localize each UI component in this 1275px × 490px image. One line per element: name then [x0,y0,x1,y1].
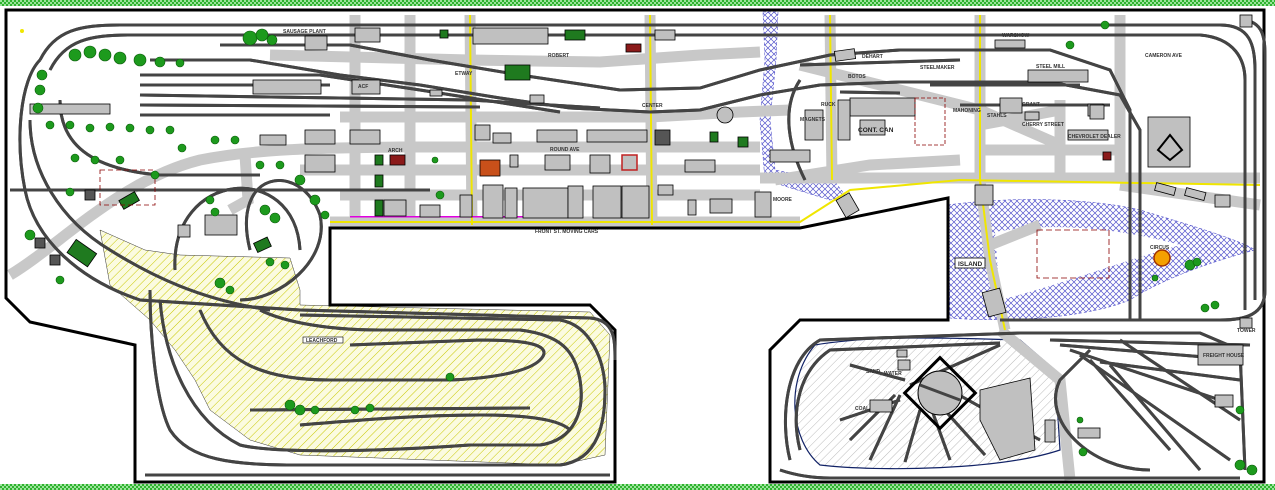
label-mahoning: MAHONING [953,108,981,114]
label-warshow: WARSHOW [1002,33,1030,39]
ballfield-diamond [1156,133,1184,162]
fascia-top [0,0,1275,6]
marker-dot [20,29,24,33]
label-acf: ACF [358,84,368,90]
label-sand: SAND [866,369,881,375]
label-coal: COAL [855,406,869,412]
label-center: CENTER [642,103,663,109]
label-steel-mill: STEEL MILL [1036,64,1065,70]
label-freight-house: FREIGHT HOUSE [1203,353,1245,359]
label-botos: BOTOS [848,74,866,80]
label-leachford: LEACHFORD [306,338,338,344]
scenery-hatch-area [99,229,611,466]
label-stahls: STAHLS [987,113,1007,119]
label-circus: CIRCUS [1150,245,1170,251]
label-steelmaker: STEELMAKER [920,65,955,71]
label-moore: MOORE [773,197,793,203]
cont-can-dashed-footprint [914,97,946,146]
label-tower: TOWER [1237,328,1256,334]
roads [7,14,1261,481]
trees [24,20,1258,476]
front-st-siding-magenta [350,216,550,218]
roundhouse [979,377,1036,461]
label-sausage-plant: SAUSAGE PLANT [283,29,326,35]
island-sign: ISLAND [954,257,986,269]
label-cameron-ave: CAMERON AVE [1145,53,1183,59]
fascia-bottom [0,484,1275,490]
label-round-ave: ROUND AVE [550,147,580,153]
circus-carousel [1153,249,1171,267]
label-arch: ARCH [388,148,403,154]
label-grant: GRANT [1022,102,1040,108]
label-island: ISLAND [958,261,983,268]
label-dehart: DEHART [862,54,883,60]
label-magnets: MAGNETS [800,117,826,123]
labels: SAUSAGE PLANT ACF ROBERT ETWAY CENTER WA… [283,29,1256,412]
leachford-sign: LEACHFORD [302,336,344,344]
dashed-footprint-left [99,169,156,206]
label-chevrolet-dealer: CHEVROLET DEALER [1068,134,1121,140]
label-robert: ROBERT [548,53,569,59]
island-dashed-footprint [1036,229,1110,279]
label-etway: ETWAY [455,71,473,77]
label-cherry-street: CHERRY STREET [1022,122,1064,128]
label-ruck: RUCK [821,102,836,108]
turntable [902,355,978,431]
label-front-st: FRONT ST. MOVING CARS [535,229,599,235]
label-cont-can: CONT. CAN [858,127,894,134]
buildings [29,14,1253,443]
label-water: WATER [884,371,902,377]
benchwork-edge [4,8,1266,484]
